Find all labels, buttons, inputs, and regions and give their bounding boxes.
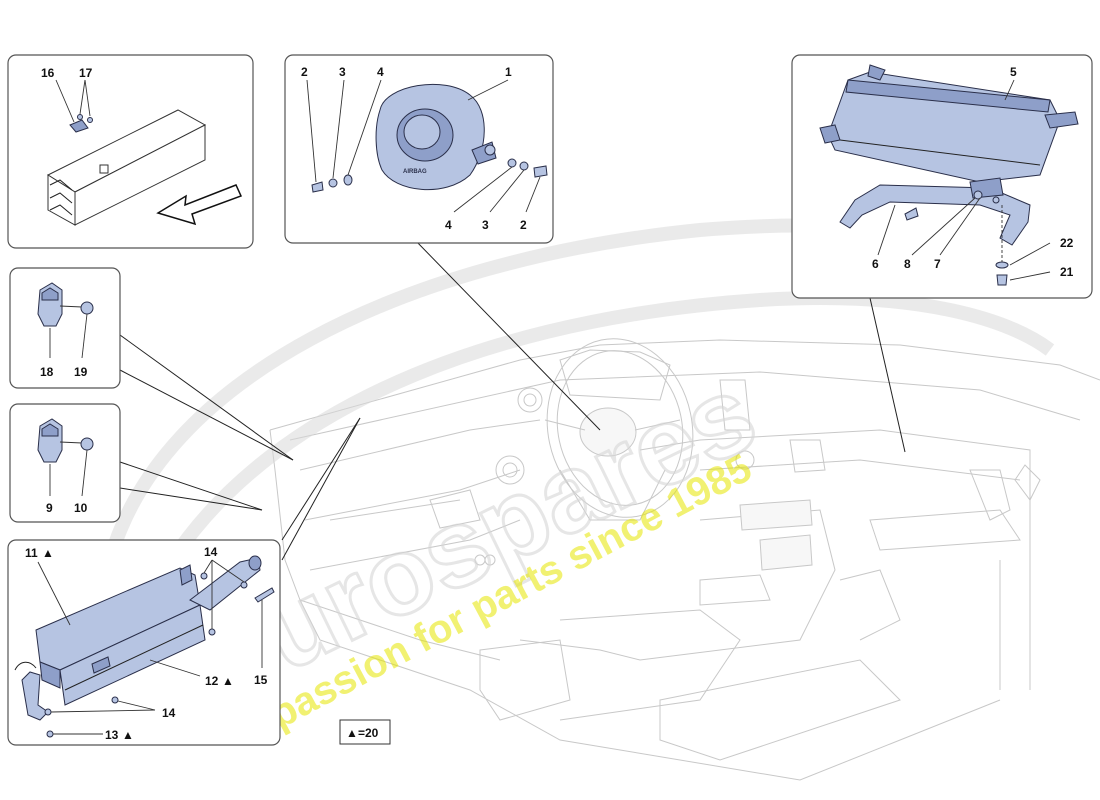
- callout-4-top: 4: [377, 65, 384, 79]
- airbag-bracket: [839, 184, 1031, 246]
- screw-14-e: [240, 581, 248, 589]
- panel-sensor-9-10: 9 10: [9, 403, 121, 523]
- screw-2-right: [533, 165, 548, 178]
- legend-box: ▲ =20: [339, 719, 391, 745]
- legend-text: =20: [358, 726, 379, 740]
- screw-13: [46, 730, 54, 738]
- leader-lines: [119, 239, 906, 561]
- callout-11: 11: [25, 546, 38, 560]
- dashboard-outline: [269, 338, 1100, 781]
- nut-4-left: [343, 174, 353, 186]
- airbag-marking: AIRBAG: [403, 169, 427, 175]
- callout-7: 7: [934, 257, 941, 271]
- callout-1: 1: [505, 65, 512, 79]
- legend-triangle-icon: ▲: [346, 726, 358, 740]
- callout-22: 22: [1060, 236, 1074, 250]
- screw-19: [80, 301, 94, 315]
- callout-2-bottom: 2: [520, 218, 527, 232]
- callout-12: 12: [205, 674, 219, 688]
- triangle-12-icon: ▲: [222, 674, 234, 688]
- callout-18: 18: [40, 365, 54, 379]
- panel-driver-airbag: AIRBAG 2 3 4 1 4 3 2: [284, 54, 554, 244]
- callout-3-top: 3: [339, 65, 346, 79]
- callout-10: 10: [74, 501, 88, 515]
- screw-14-b: [44, 708, 52, 716]
- washer-22: [995, 261, 1009, 269]
- screw-6: [904, 207, 919, 221]
- nut-4-right: [507, 158, 517, 168]
- panel-sensor-18-19: 18 19: [9, 267, 121, 389]
- callout-14-bottom: 14: [162, 706, 176, 720]
- nut-8: [973, 190, 983, 200]
- callout-2-top: 2: [301, 65, 308, 79]
- callout-8: 8: [904, 257, 911, 271]
- callout-4-bottom: 4: [445, 218, 452, 232]
- panel-column-bracket: 16 17: [7, 54, 254, 249]
- triangle-11-icon: ▲: [42, 546, 54, 560]
- callout-6: 6: [872, 257, 879, 271]
- washer-3-right: [519, 161, 529, 171]
- callout-16: 16: [41, 66, 55, 80]
- callout-21: 21: [1060, 265, 1074, 279]
- callout-13: 13: [105, 728, 119, 742]
- callout-5: 5: [1010, 65, 1017, 79]
- triangle-13-icon: ▲: [122, 728, 134, 742]
- screw-14-d: [200, 572, 208, 580]
- mounting-bracket: [21, 671, 49, 721]
- screw-2-left: [311, 181, 324, 193]
- screw-14-a: [111, 696, 119, 704]
- panel-passenger-airbag: 5 6 7 8 22 21: [791, 54, 1093, 299]
- screw-14-c: [208, 628, 216, 636]
- callout-14-top: 14: [204, 545, 218, 559]
- direction-arrow-icon: [156, 184, 243, 226]
- pin-15: [254, 587, 275, 603]
- washer-3-left: [328, 178, 338, 188]
- panel-side-airbag: 11 ▲ 14 12 ▲ 14 15 13 ▲: [7, 539, 281, 746]
- screw-10: [80, 437, 94, 451]
- callout-17: 17: [79, 66, 93, 80]
- bracket-part: [69, 119, 89, 133]
- callout-15: 15: [254, 673, 268, 687]
- callout-3-bottom: 3: [482, 218, 489, 232]
- callout-19: 19: [74, 365, 88, 379]
- callout-9: 9: [46, 501, 53, 515]
- screw-21: [996, 274, 1008, 286]
